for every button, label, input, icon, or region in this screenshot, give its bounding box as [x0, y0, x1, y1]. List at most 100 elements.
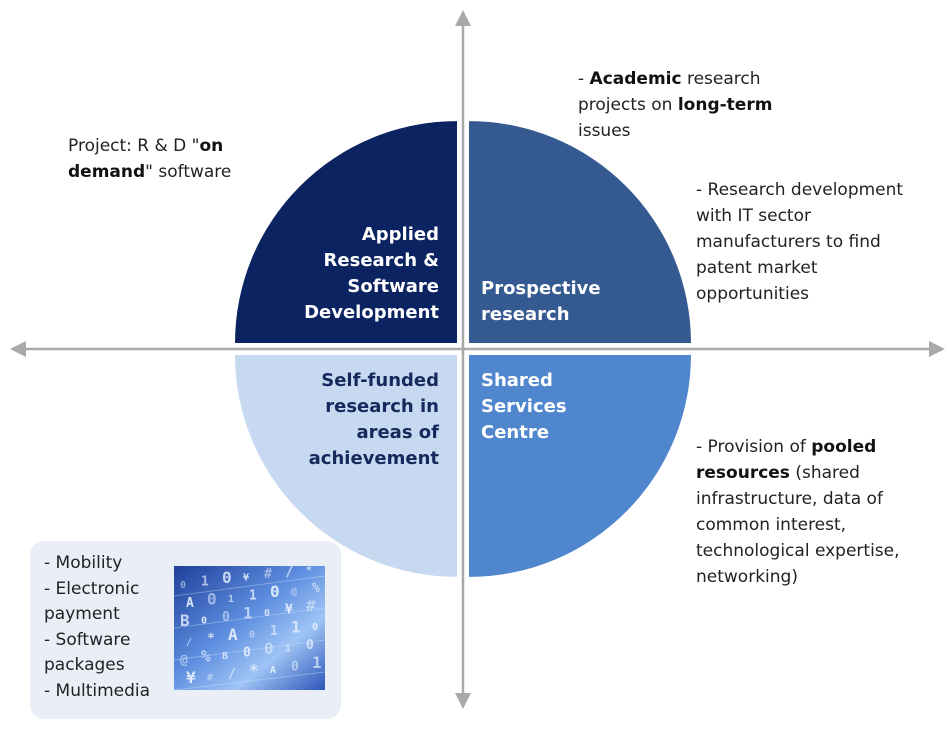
annotation-emphasis: resources — [696, 463, 790, 483]
list-item: - Mobility — [44, 553, 123, 573]
annotation-emphasis: long-term — [677, 95, 773, 115]
quadrant-label-prospective: Prospective research — [481, 276, 661, 328]
annotation-line: infrastructure, data of — [696, 489, 883, 509]
photo-glyph: A — [228, 625, 238, 644]
label-line: Development — [304, 302, 439, 323]
annotation-text: research — [681, 69, 761, 89]
photo-glyph: 1 — [312, 653, 322, 672]
annotation-line: manufacturers to find — [696, 232, 881, 252]
annotation-line: demand" software — [68, 159, 308, 185]
photo-glyph: 0 — [264, 608, 270, 619]
photo-glyph: 0 — [306, 638, 314, 653]
photo-glyph: 1 — [270, 624, 278, 639]
photo-glyph: B — [222, 651, 228, 662]
photo-glyph: B — [180, 611, 190, 630]
photo-glyph: 0 — [222, 610, 230, 625]
photo-glyph: * — [306, 566, 312, 576]
annotation-text: - Provision of — [696, 437, 812, 457]
photo-glyph: 0 — [270, 582, 280, 601]
photo-glyph: ¥ — [243, 573, 249, 584]
photo-glyph: # — [207, 673, 213, 684]
annotation-line: common interest, — [696, 515, 847, 535]
topics-box: - Mobility - Electronic payment - Softwa… — [30, 541, 341, 719]
photo-glyph: @ — [180, 653, 188, 668]
label-line: research — [481, 304, 570, 325]
photo-glyph: / — [186, 637, 192, 648]
quadrant-label-self-funded: Self-funded research in areas of achieve… — [219, 368, 439, 472]
label-line: Shared — [481, 370, 553, 391]
list-item: packages — [44, 655, 125, 675]
photo-glyph: % — [201, 647, 211, 666]
annotation-academic: - Academic research projects on long-ter… — [578, 66, 858, 144]
label-line: Self-funded — [321, 370, 439, 391]
annotation-text: " software — [145, 162, 232, 182]
photo-glyph: 0 — [222, 568, 232, 587]
annotation-line: projects on long-term — [578, 92, 858, 118]
annotation-emphasis: demand — [68, 162, 146, 182]
photo-glyph: @ — [291, 587, 297, 598]
photo-glyph: 0 — [249, 630, 255, 641]
photo-glyph: 0 — [180, 580, 186, 591]
annotation-research-development: - Research development with IT sector ma… — [696, 177, 936, 307]
label-line: areas of — [356, 422, 439, 443]
quadrant-applied-research — [235, 121, 457, 343]
photo-glyph: 1 — [249, 589, 257, 604]
photo-glyph: ¥ — [285, 603, 293, 618]
binary-code-photo-icon: 010¥#/*A0110@%B0010¥#/*A0110@%B0010¥#/*A… — [174, 566, 325, 690]
list-item: - Multimedia — [44, 680, 151, 701]
label-line: Services — [481, 396, 567, 417]
photo-glyph: * — [249, 661, 259, 680]
annotation-line: resources (shared — [696, 460, 936, 486]
annotation-text: - — [578, 69, 590, 89]
photo-glyph: 0 — [201, 616, 207, 627]
annotation-line: networking) — [696, 567, 798, 587]
label-line: Research & — [323, 250, 439, 271]
quadrant-self-funded-research — [235, 355, 457, 577]
quadrant-label-shared: Shared Services Centre — [481, 368, 661, 446]
photo-glyph: 1 — [201, 575, 209, 590]
photo-glyph: 0 — [291, 660, 299, 675]
photo-glyph: % — [312, 581, 320, 596]
annotation-line: Project: R & D "on — [68, 133, 308, 159]
label-line: achievement — [308, 448, 439, 469]
annotation-line: opportunities — [696, 284, 810, 304]
annotation-emphasis: on — [199, 136, 224, 156]
photo-glyph: / — [228, 667, 236, 682]
list-item: - Software — [44, 629, 131, 650]
annotation-text: Project: R & D " — [68, 136, 200, 156]
annotation-applied: Project: R & D "on demand" software — [68, 133, 308, 185]
label-line: research in — [325, 396, 439, 417]
annotation-line: - Provision of pooled — [696, 434, 936, 460]
label-line: Software — [347, 276, 439, 297]
annotation-text: projects on — [578, 95, 678, 115]
topics-list: - Mobility - Electronic payment - Softwa… — [44, 551, 150, 704]
annotation-line: - Research development — [696, 180, 904, 200]
label-line: Centre — [481, 422, 549, 443]
photo-glyph: 0 — [312, 622, 318, 633]
photo-glyph: ¥ — [186, 668, 196, 687]
axis-arrow-down-icon — [455, 693, 471, 709]
photo-glyph: 1 — [285, 644, 291, 655]
quadrant-label-applied: Applied Research & Software Development — [219, 222, 439, 326]
annotation-emphasis: pooled — [811, 437, 877, 457]
list-item: - Electronic — [44, 578, 140, 599]
photo-glyph: / — [285, 566, 295, 580]
photo-glyph: # — [264, 567, 272, 582]
annotation-text: (shared — [789, 463, 860, 483]
annotation-line: - Academic research — [578, 66, 858, 92]
annotation-line: technological expertise, — [696, 541, 900, 561]
photo-glyph: 1 — [243, 604, 253, 623]
label-line: Prospective — [481, 278, 601, 299]
annotation-pooled-resources: - Provision of pooled resources (shared … — [696, 434, 936, 590]
photo-glyph: 0 — [243, 646, 251, 661]
quadrant-prospective-research — [469, 121, 691, 343]
photo-glyph: 1 — [291, 618, 301, 637]
list-item: payment — [44, 604, 120, 624]
photo-glyph: 0 — [264, 639, 274, 658]
axis-arrow-right-icon — [929, 341, 945, 357]
annotation-line: patent market — [696, 258, 818, 278]
photo-glyph: # — [306, 596, 316, 615]
photo-glyph: A — [186, 596, 194, 611]
